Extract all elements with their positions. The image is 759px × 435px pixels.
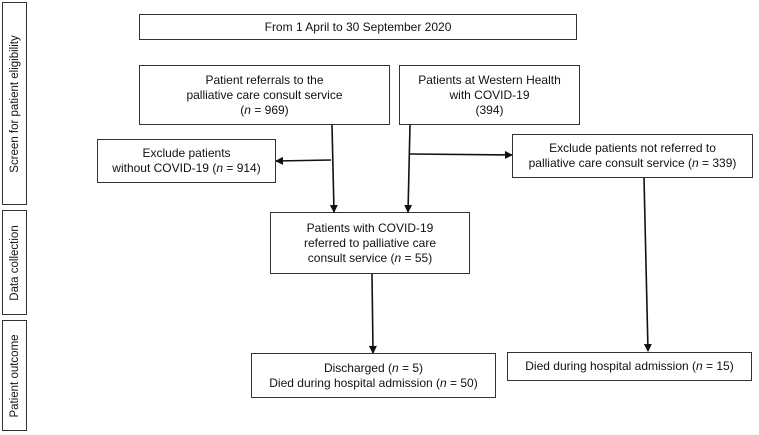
- box-covid-referred: Patients with COVID-19 referred to palli…: [270, 212, 470, 274]
- exclude-no-covid-line1: Exclude patients: [142, 146, 231, 160]
- covid-referred-line2: referred to palliative care: [303, 235, 437, 250]
- box-referrals: Patient referrals to the palliative care…: [139, 65, 390, 125]
- western-health-line1: Patients at Western Health: [418, 72, 561, 87]
- arrow-exclude-to-died: [643, 177, 652, 352]
- referrals-count: (n = 969): [240, 102, 289, 117]
- exclude-no-covid-line2: without COVID-19 (n = 914): [112, 161, 261, 175]
- box-outcome-referred: Discharged (n = 5) Died during hospital …: [251, 353, 496, 398]
- band-data-collection: Data collection: [2, 210, 27, 315]
- box-outcome-not-referred: Died during hospital admission (n = 15): [507, 352, 752, 381]
- band-outcome: Patient outcome: [2, 320, 27, 431]
- box-western-health: Patients at Western Health with COVID-19…: [399, 65, 580, 125]
- referrals-line1: Patient referrals to the: [205, 72, 324, 87]
- arrow-western-to-covid: [404, 124, 413, 213]
- arrow-referrals-to-exclude: [275, 156, 332, 165]
- box-study-period: From 1 April to 30 September 2020: [139, 14, 577, 40]
- covid-referred-line3: consult service (n = 55): [307, 250, 433, 265]
- covid-referred-line1: Patients with COVID-19: [306, 220, 434, 235]
- exclude-not-referred-line2: palliative care consult service (n = 339…: [528, 156, 737, 170]
- arrow-covid-to-outcome: [368, 273, 377, 354]
- study-period-text: From 1 April to 30 September 2020: [264, 19, 452, 34]
- band-eligibility: Screen for patient eligibility: [2, 2, 27, 205]
- outcome-died-not-referred: Died during hospital admission (n = 15): [525, 359, 734, 373]
- arrow-western-to-exclude: [409, 150, 513, 159]
- exclude-not-referred-line1: Exclude patients not referred to: [549, 141, 716, 155]
- box-exclude-no-covid: Exclude patients without COVID-19 (n = 9…: [97, 139, 276, 183]
- outcome-discharged: Discharged (n = 5): [323, 360, 424, 375]
- referrals-line2: palliative care consult service: [186, 87, 343, 102]
- arrow-referrals-to-covid: [329, 124, 338, 213]
- box-exclude-not-referred: Exclude patients not referred to palliat…: [512, 134, 753, 178]
- outcome-died-referred: Died during hospital admission (n = 50): [269, 375, 478, 390]
- western-health-line2: with COVID-19: [449, 87, 530, 102]
- western-health-count: (394): [475, 102, 504, 117]
